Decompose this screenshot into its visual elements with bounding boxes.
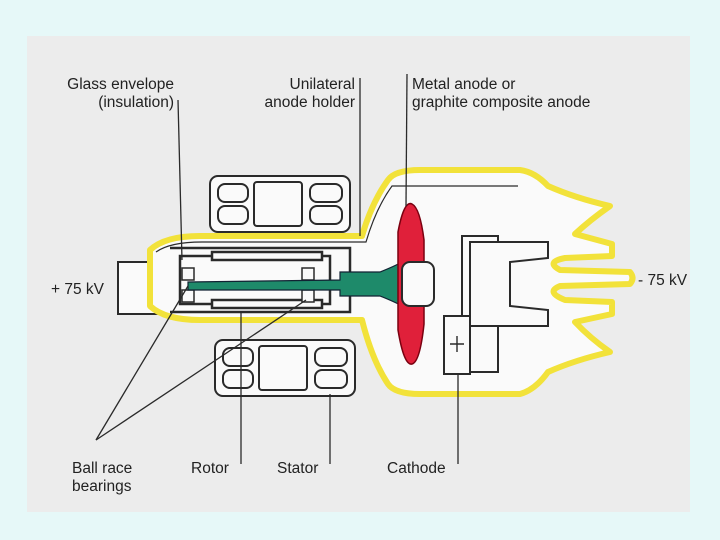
label-bearings: Ball race bearings — [72, 460, 133, 495]
anode-hub — [401, 261, 435, 307]
stator-coils-top — [209, 175, 351, 233]
stator-coils-bottom — [214, 339, 356, 397]
label-glass-envelope: Glass envelope (insulation) — [67, 76, 174, 111]
ball-race-bearings — [181, 267, 315, 303]
label-plus-voltage: + 75 kV — [51, 281, 104, 298]
diagram-panel — [27, 36, 690, 512]
leader-lines — [95, 73, 459, 464]
label-minus-voltage: - 75 kV — [638, 272, 688, 289]
glass-envelope-inner-line — [155, 185, 518, 253]
label-cathode: Cathode — [387, 460, 446, 477]
label-rotor: Rotor — [191, 460, 229, 477]
cathode-assembly — [443, 235, 549, 375]
label-anode-holder: Unilateral anode holder — [264, 76, 356, 111]
xray-tube-diagram — [95, 73, 636, 464]
label-stator: Stator — [277, 460, 319, 477]
label-anode: Metal anode or graphite composite anode — [412, 76, 591, 111]
